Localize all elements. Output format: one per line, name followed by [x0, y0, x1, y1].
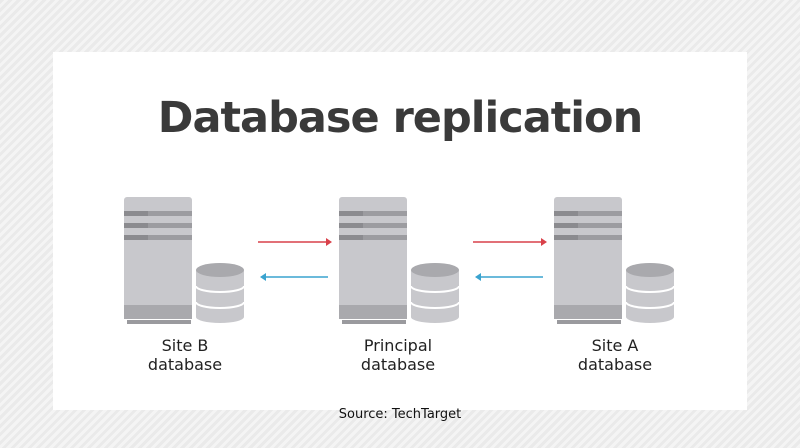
label-principal-line2: database	[360, 355, 436, 374]
server-icon	[554, 197, 622, 324]
label-site-b-line2: database	[147, 355, 223, 374]
diagram-title: Database replication	[157, 93, 643, 143]
server-icon	[339, 197, 407, 324]
database-cylinder-icon	[195, 263, 245, 323]
node-principal	[339, 195, 469, 325]
arrow-left-icon	[260, 273, 328, 281]
label-principal-line1: Principal	[363, 336, 433, 355]
arrow-right-icon	[473, 238, 547, 246]
label-principal: Principal database	[318, 336, 478, 374]
label-site-a-line2: database	[577, 355, 653, 374]
node-site-b	[124, 195, 254, 325]
source-caption: Source: TechTarget	[338, 407, 462, 422]
label-site-a-line1: Site A	[591, 336, 639, 355]
arrow-left-icon	[475, 273, 543, 281]
server-icon	[124, 197, 192, 324]
label-site-a: Site A database	[535, 336, 695, 374]
label-site-b-line1: Site B	[161, 336, 209, 355]
database-cylinder-icon	[625, 263, 675, 323]
arrow-right-icon	[258, 238, 332, 246]
node-site-a	[554, 195, 684, 325]
database-cylinder-icon	[410, 263, 460, 323]
label-site-b: Site B database	[105, 336, 265, 374]
